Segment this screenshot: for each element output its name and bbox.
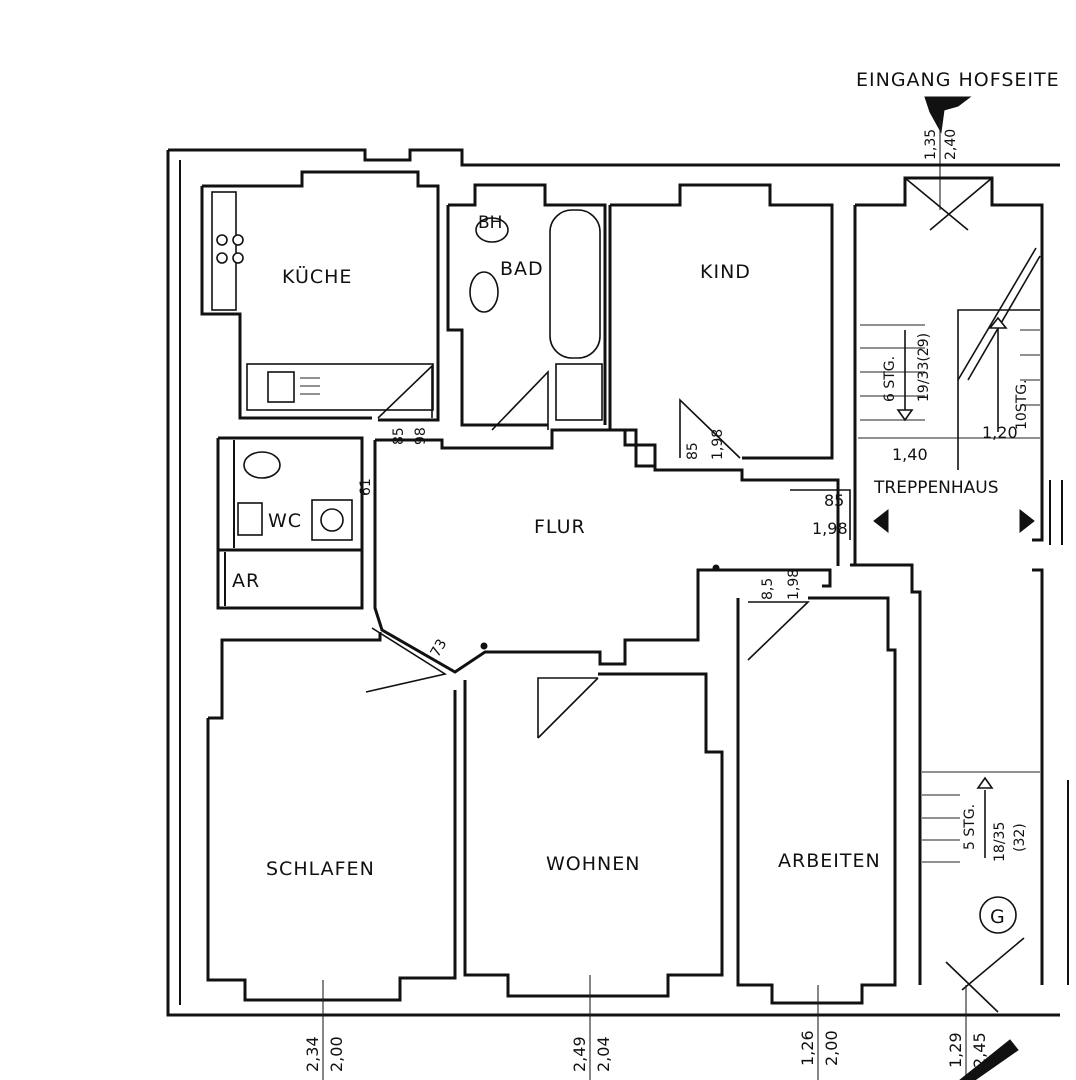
- kind-door-dim-a: 85: [685, 442, 701, 460]
- entrance-dim-a: 1,35: [923, 129, 939, 160]
- entrance-dim-b: 2,40: [943, 129, 959, 160]
- room-kind: KIND 85 1,98: [608, 183, 834, 468]
- room-label-wc: WC: [268, 510, 302, 532]
- arbeiten-door-dim-b: 1,98: [786, 569, 802, 600]
- treppe-door-dim-b: 1,98: [812, 519, 848, 538]
- outer-walls: [166, 148, 1060, 1017]
- stair-upper-left: 6 STG. 19/33(29): [860, 324, 932, 422]
- stair-lower-ratio: 18/35: [992, 822, 1008, 862]
- room-flur: FLUR 73: [365, 428, 840, 693]
- kueche-door-dim-a: 85: [391, 427, 407, 445]
- room-label-arbeiten: ARBEITEN: [778, 850, 881, 872]
- stair-upper-left-steps: 6 STG.: [882, 356, 898, 402]
- window-dim-2-b: 2,04: [594, 1036, 613, 1072]
- treppe-door-dim-a: 85: [824, 491, 844, 510]
- stair-upper-right-width: 1,20: [982, 423, 1018, 442]
- entrance-label: EINGANG HOFSEITE: [856, 69, 1060, 91]
- room-label-kind: KIND: [700, 261, 751, 283]
- room-kueche: KÜCHE 85 98: [200, 170, 440, 445]
- marker-circle-icon: [979, 896, 1017, 934]
- window-dim-1-b: 2,00: [327, 1036, 346, 1072]
- room-label-wohnen: WOHNEN: [546, 853, 640, 875]
- room-label-kueche: KÜCHE: [282, 265, 352, 288]
- arrow-left-icon: [873, 508, 889, 534]
- stair-lower-ratio-note: (32): [1012, 823, 1028, 852]
- window-dim-1-a: 2,34: [303, 1036, 322, 1072]
- arrow-right-icon: [1019, 508, 1035, 534]
- stair-landing-width: 1,40: [892, 445, 928, 464]
- schlafen-door-dim: 73: [428, 637, 451, 660]
- room-label-treppenhaus: TREPPENHAUS: [873, 478, 999, 498]
- entrance-arrow-icon: [924, 96, 972, 134]
- room-schlafen: SCHLAFEN: [206, 632, 457, 1002]
- window-dim-3-b: 2,00: [822, 1030, 841, 1066]
- window-dims: 2,34 2,00 2,49 2,04 1,26 2,00 1,29 2,45: [303, 975, 1019, 1080]
- corner-arrow-icon: [959, 1039, 1019, 1080]
- room-label-bad: BAD: [500, 258, 544, 280]
- window-dim-3-a: 1,26: [798, 1030, 817, 1066]
- stair-upper-right-steps: 10STG.: [1014, 379, 1030, 430]
- room-wc: WC AR 61: [216, 436, 374, 610]
- room-label-ar: AR: [232, 570, 260, 592]
- marker-label: G: [990, 906, 1006, 928]
- kind-door-dim-b: 1,98: [710, 429, 726, 460]
- room-wohnen: WOHNEN: [463, 672, 724, 998]
- window-dim-4-a: 1,29: [946, 1032, 965, 1068]
- window-dim-4-b: 2,45: [970, 1032, 989, 1068]
- arbeiten-door-dim-a: 8,5: [760, 578, 776, 600]
- room-label-schlafen: SCHLAFEN: [266, 858, 375, 880]
- stair-upper-right: 10STG. 1,20: [957, 247, 1041, 470]
- room-bad: BH BAD: [446, 183, 607, 431]
- room-arbeiten: ARBEITEN 8,5 1,98: [736, 569, 897, 1005]
- window-dim-2-a: 2,49: [570, 1036, 589, 1072]
- stair-lower-steps: 5 STG.: [962, 804, 978, 850]
- kueche-door-dim-b: 98: [413, 427, 429, 445]
- room-treppenhaus: 6 STG. 19/33(29) 10STG. 1,20 1,40 TREPPE…: [790, 176, 1069, 1013]
- room-label-flur: FLUR: [534, 516, 586, 538]
- wc-door-dim: 61: [358, 478, 374, 496]
- bad-fixture-label: BH: [478, 213, 502, 233]
- stair-upper-left-ratio: 19/33(29): [916, 333, 932, 402]
